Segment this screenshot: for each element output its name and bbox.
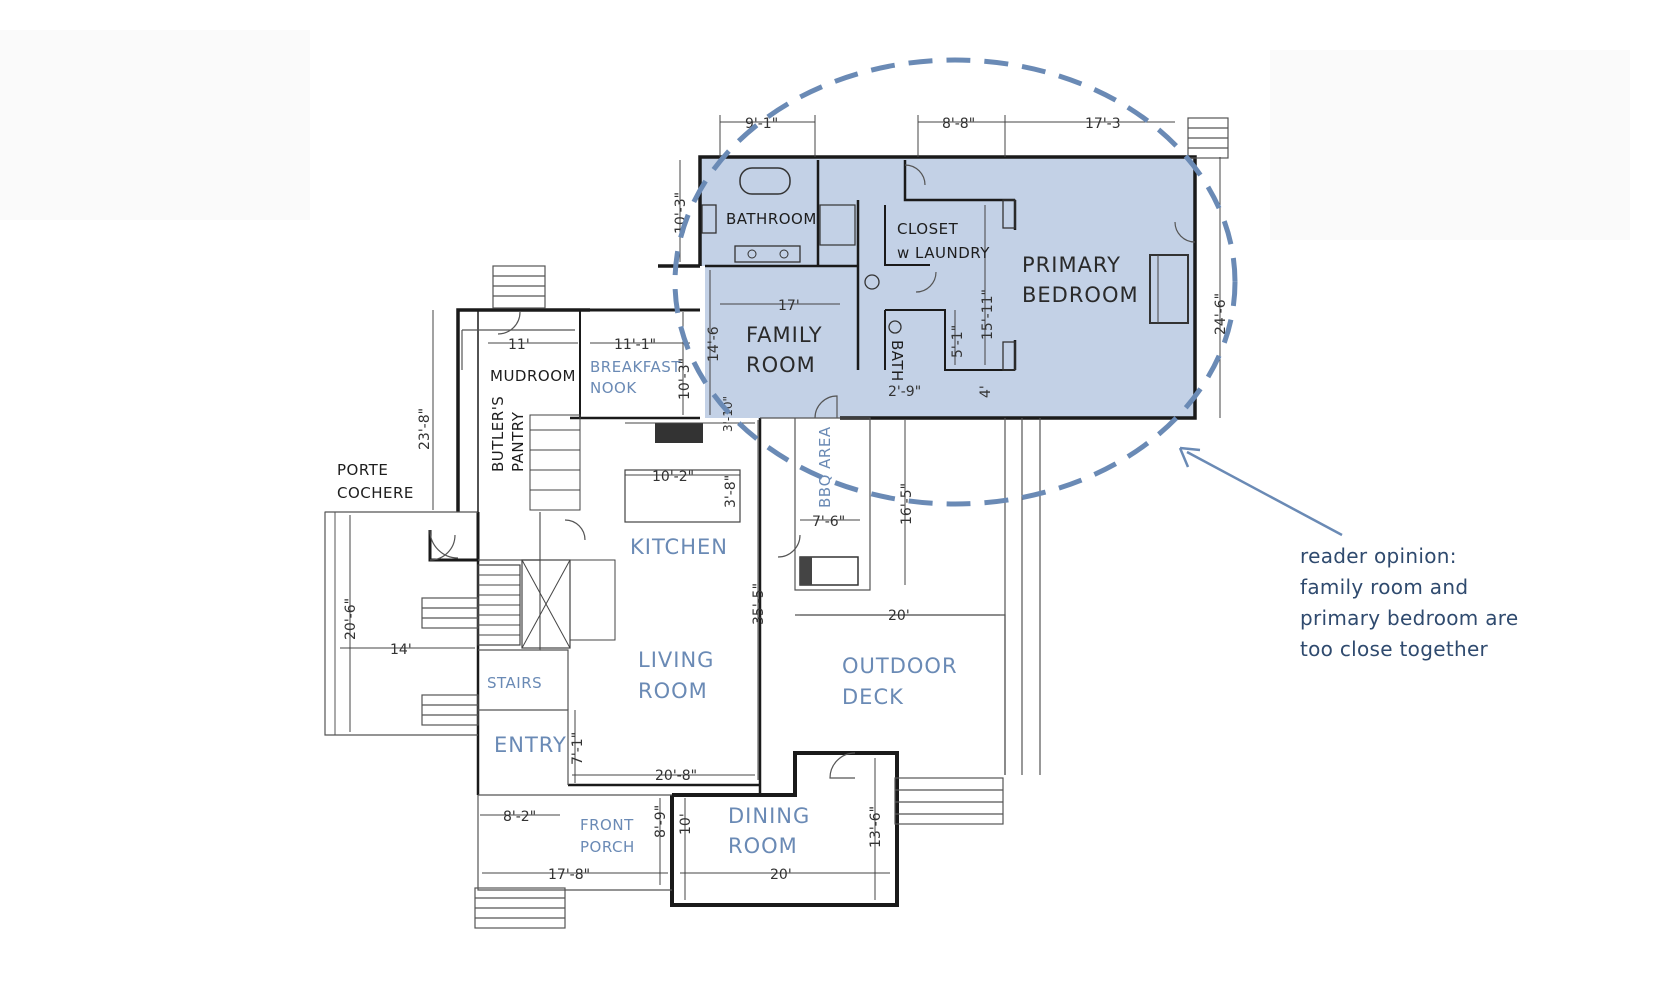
pantry-shelves xyxy=(529,414,616,641)
dim-17: 17' xyxy=(778,298,800,314)
reader-opinion-note: reader opinion: family room and primary … xyxy=(1300,544,1518,661)
label-living: LIVING xyxy=(638,648,714,672)
background-patch xyxy=(1270,50,1630,240)
background-patch xyxy=(0,30,310,220)
bed xyxy=(1149,254,1189,324)
dim-7-1: 7'-1" xyxy=(570,732,586,765)
label-outdoor: OUTDOOR xyxy=(842,654,958,678)
range-cooktop xyxy=(655,423,703,443)
double-vanity xyxy=(734,245,801,263)
dim-11: 11' xyxy=(508,337,530,353)
dim-3-8: 3'-8" xyxy=(723,475,739,508)
dashed-highlight-circle xyxy=(672,57,1238,507)
label-bath-small: BATH xyxy=(888,340,906,382)
kitchen-island xyxy=(624,469,741,523)
label-closet-laundry: w LAUNDRY xyxy=(897,244,990,262)
highlighted-zone xyxy=(700,157,1195,418)
label-nook: NOOK xyxy=(590,379,637,397)
dim-15-11: 15'-11" xyxy=(980,289,996,340)
dim-8-2: 8'-2" xyxy=(503,809,536,825)
annotation-arrow xyxy=(1178,446,1343,537)
shower xyxy=(819,204,856,246)
label-kitchen: KITCHEN xyxy=(630,535,728,559)
label-porch: PORCH xyxy=(580,838,635,856)
bathroom-fixtures xyxy=(701,167,902,334)
label-mudroom: MUDROOM xyxy=(490,367,576,385)
label-pantry: PANTRY xyxy=(509,411,527,472)
interior-walls xyxy=(421,117,1229,929)
dimension-lines xyxy=(340,115,1221,900)
dim-20-6: 20'-6" xyxy=(343,598,359,640)
toilet xyxy=(864,274,880,290)
dim-17-8: 17'-8" xyxy=(548,867,590,883)
dim-10-2: 10'-2" xyxy=(652,469,694,485)
note-line-1: reader opinion: xyxy=(1300,544,1457,568)
dim-16-5: 16'-5" xyxy=(899,483,915,525)
label-bedroom: BEDROOM xyxy=(1022,283,1139,307)
dim-8-9: 8'-9" xyxy=(653,805,669,838)
label-dining: DINING xyxy=(728,804,810,828)
dim-35-5: 35'-5" xyxy=(751,583,767,625)
dim-24-6: 24'-6" xyxy=(1213,293,1229,335)
label-family: FAMILY xyxy=(746,323,823,347)
dim-14: 14' xyxy=(390,642,412,658)
door-swings xyxy=(429,164,1196,779)
label-living-room: ROOM xyxy=(638,679,708,703)
dim-20-dining: 20' xyxy=(770,867,792,883)
label-bathroom: BATHROOM xyxy=(726,210,817,228)
dim-23-8: 23'-8" xyxy=(417,408,433,450)
dim-17-3: 17'-3 xyxy=(1085,116,1121,132)
dim-11-1: 11'-1" xyxy=(614,337,656,353)
note-line-3: primary bedroom are xyxy=(1300,606,1518,630)
note-line-4: too close together xyxy=(1300,637,1489,661)
label-stairs: STAIRS xyxy=(487,674,542,692)
room-labels: BATHROOM CLOSET w LAUNDRY PRIMARY BEDROO… xyxy=(337,210,1139,858)
stair-run xyxy=(477,559,571,649)
dim-7-6: 7'-6" xyxy=(812,514,845,530)
dim-8-8: 8'-8" xyxy=(942,116,975,132)
dim-13-6: 13'-6" xyxy=(868,806,884,848)
note-line-2: family room and xyxy=(1300,575,1468,599)
label-deck: DECK xyxy=(842,685,904,709)
dim-4: 4' xyxy=(978,385,994,398)
dim-14-6: 14'-6 xyxy=(706,326,722,362)
label-cochere: COCHERE xyxy=(337,484,414,502)
dim-10-3-nook: 10'-3" xyxy=(677,358,693,400)
dim-2-9: 2'-9" xyxy=(888,384,921,400)
label-primary: PRIMARY xyxy=(1022,253,1121,277)
label-bbq-area: BBQ AREA xyxy=(816,426,834,508)
dim-20-8: 20'-8" xyxy=(655,768,697,784)
dim-5-1: 5'-1" xyxy=(950,325,966,358)
label-butlers: BUTLER'S xyxy=(489,396,507,472)
exterior-steps xyxy=(421,117,1229,929)
dim-20: 20' xyxy=(888,608,910,624)
label-closet: CLOSET xyxy=(897,220,959,238)
label-porte: PORTE xyxy=(337,461,388,479)
label-front: FRONT xyxy=(580,816,634,834)
label-breakfast: BREAKFAST xyxy=(590,358,681,376)
bathtub xyxy=(739,167,791,195)
dim-3-10: 3'-10" xyxy=(721,396,735,432)
label-dining-room: ROOM xyxy=(728,834,798,858)
label-family-room: ROOM xyxy=(746,353,816,377)
label-entry: ENTRY xyxy=(494,733,567,757)
dim-10: 10' xyxy=(678,813,694,835)
